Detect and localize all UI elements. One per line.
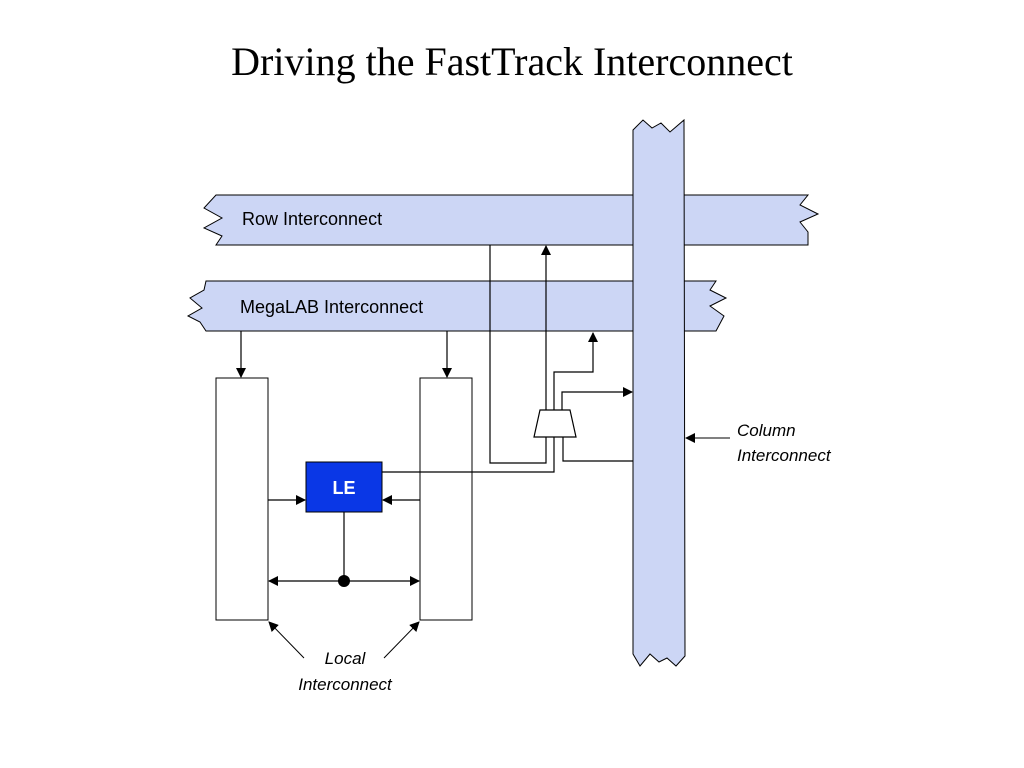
column-to-mux-wire [562, 437, 633, 462]
row-interconnect-label: Row Interconnect [242, 209, 382, 229]
row-to-mux-wire [489, 245, 547, 464]
mux-to-megalab-arrow [553, 332, 598, 410]
multiplexer [533, 409, 577, 438]
megalab-interconnect-bus [186, 280, 728, 332]
logic-element-label: LE [332, 478, 355, 498]
logic-element-box [305, 461, 383, 513]
column-interconnect-label-line1: Column [737, 421, 796, 440]
megalab-interconnect-label: MegaLAB Interconnect [240, 297, 423, 317]
column-interconnect-bus [632, 118, 686, 667]
mux-to-column-arrow [561, 387, 633, 410]
local-interconnect-label-line1: Local [325, 649, 367, 668]
local-interconnect-left [215, 377, 269, 621]
column-interconnect-label-line2: Interconnect [737, 446, 832, 465]
le-to-mux-wire [382, 437, 555, 473]
local-interconnect-label-line2: Interconnect [298, 675, 393, 694]
slide-title: Driving the FastTrack Interconnect [231, 39, 793, 84]
junction-dot [338, 575, 350, 587]
local-callout-arrow-left [268, 621, 305, 659]
local-interconnect-right [419, 377, 473, 621]
local-callout-arrow-right [383, 621, 420, 659]
